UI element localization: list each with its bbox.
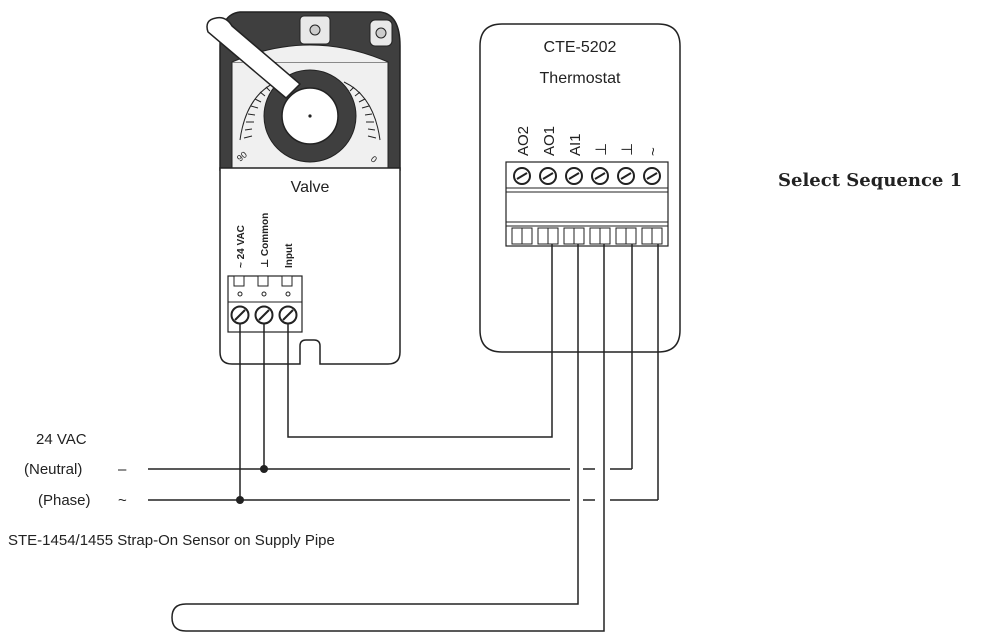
sensor-wire-common bbox=[200, 244, 605, 632]
valve-actuator: 90 0 Valve ~ 24 VAC ⊥ Common Input bbox=[206, 11, 401, 365]
thermostat-terminal-block bbox=[505, 161, 669, 247]
scale-label-0: 0 bbox=[369, 154, 379, 165]
thermostat-wire-slots bbox=[511, 227, 663, 245]
power-title: 24 VAC bbox=[36, 431, 87, 448]
thermostat-terminal-label-ao2: AO2 bbox=[515, 126, 532, 156]
manual-override-handle-icon bbox=[206, 16, 302, 100]
sensor-wire-ai1 bbox=[200, 244, 579, 605]
thermostat-model: CTE-5202 bbox=[544, 39, 617, 56]
actuator-terminal-label-input: Input bbox=[284, 243, 295, 268]
valve-label: Valve bbox=[291, 179, 330, 196]
junction-neutral bbox=[260, 465, 268, 473]
neutral-symbol: – bbox=[118, 461, 127, 478]
thermostat-terminal-screws bbox=[513, 167, 661, 185]
phase-label: (Phase) bbox=[38, 492, 91, 509]
thermostat-terminal-label-ai1: AI1 bbox=[567, 133, 584, 156]
scale-label-90: 90 bbox=[235, 149, 249, 163]
thermostat-terminal-label-common-1: ⊥ bbox=[593, 143, 610, 156]
sensor-label: STE-1454/1455 Strap-On Sensor on Supply … bbox=[8, 532, 335, 549]
junction-phase bbox=[236, 496, 244, 504]
neutral-label: (Neutral) bbox=[24, 461, 82, 478]
control-signal-wire bbox=[287, 244, 553, 438]
thermostat-terminal-label-24vac: ~ bbox=[645, 147, 662, 156]
thermostat-name: Thermostat bbox=[540, 70, 621, 87]
actuator-terminal-label-24vac: ~ 24 VAC bbox=[236, 225, 247, 268]
actuator-housing-bottom bbox=[219, 167, 401, 365]
thermostat: CTE-5202 Thermostat AO2 AO1 AI1 ⊥ ⊥ ~ bbox=[479, 23, 681, 353]
actuator-terminal-label-common: ⊥ Common bbox=[260, 213, 271, 268]
thermostat-terminal-label-ao1: AO1 bbox=[541, 126, 558, 156]
actuator-terminal-screws bbox=[230, 305, 298, 325]
phase-symbol: ~ bbox=[118, 492, 127, 509]
strap-on-sensor-probe bbox=[171, 603, 200, 632]
thermostat-terminal-label-common-2: ⊥ bbox=[619, 143, 636, 156]
sequence-note: Select Sequence 1 bbox=[778, 170, 962, 191]
wiring bbox=[148, 244, 659, 632]
